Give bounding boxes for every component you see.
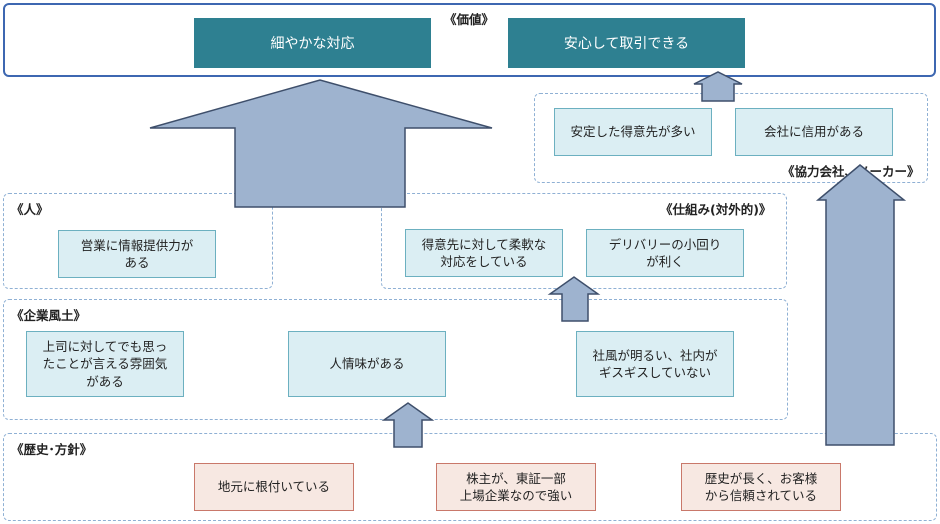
culture-bright-climate: 社風が明るい、社内が ギスギスしていない — [576, 331, 734, 397]
history-to-culture-arrow — [381, 402, 435, 448]
tall-right-up-arrow — [815, 164, 907, 446]
value-section — [3, 3, 936, 77]
history-local-roots: 地元に根付いている — [194, 463, 354, 511]
large-up-arrow — [149, 79, 493, 208]
people-info-sharing: 営業に情報提供力が ある — [58, 230, 216, 278]
people-title: 《人》 — [11, 202, 49, 217]
history-long-trust: 歴史が長く、お客様 から信頼されている — [681, 463, 841, 511]
system-title: 《仕組み(対外的)》 — [660, 202, 772, 217]
value-title: 《価値》 — [444, 12, 495, 27]
partners-company-trust: 会社に信用がある — [735, 108, 893, 156]
history-section — [3, 433, 937, 521]
partners-title: 《協力会社、メーカー》 — [782, 164, 920, 179]
culture-warmth: 人情味がある — [288, 331, 446, 397]
people-section — [3, 193, 273, 289]
system-delivery: デリバリーの小回り が利く — [586, 229, 744, 277]
history-title: 《歴史･方針》 — [11, 442, 93, 457]
culture-to-system-arrow — [547, 276, 601, 322]
value-safe-trading: 安心して取引できる — [508, 18, 745, 68]
culture-open-atmosphere: 上司に対してでも思っ たことが言える雰囲気 がある — [26, 331, 184, 397]
history-shareholder: 株主が、東証一部 上場企業なので強い — [436, 463, 596, 511]
culture-title: 《企業風土》 — [11, 308, 87, 323]
partners-stable-customers: 安定した得意先が多い — [554, 108, 712, 156]
partners-to-value-arrow — [693, 71, 743, 102]
system-flexible-response: 得意先に対して柔軟な 対応をしている — [405, 229, 563, 277]
value-fine-response: 細やかな対応 — [194, 18, 431, 68]
